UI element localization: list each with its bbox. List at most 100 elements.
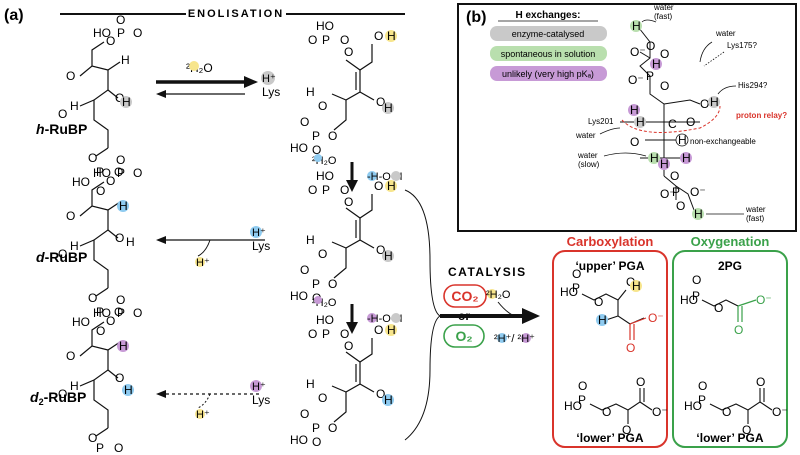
svg-text:O: O [742,423,751,437]
svg-text:O: O [133,26,142,40]
svg-text:O: O [734,323,743,337]
svg-text:H: H [710,95,719,109]
svg-text:HO: HO [290,141,308,155]
svg-text:P: P [322,327,330,341]
svg-text:HO: HO [316,19,334,33]
svg-text:Lys: Lys [252,393,270,407]
lower-pga-structure-2 [709,388,773,424]
svg-text:O⁻: O⁻ [756,293,772,307]
lower-pga-label-1: ‘lower’ PGA [576,431,643,445]
svg-text:O: O [312,435,321,449]
svg-text:O: O [328,129,337,143]
svg-text:C: C [668,117,677,131]
svg-text:O₂: O₂ [455,328,472,344]
lower-pga-label-2: ‘lower’ PGA [696,431,763,445]
svg-text:H: H [632,19,641,33]
svg-text:H: H [598,313,607,327]
svg-text:O: O [676,199,685,213]
svg-text:O: O [308,183,317,197]
svg-text:O: O [115,91,124,105]
svg-text:O: O [340,183,349,197]
upper-pga-structure [581,289,645,325]
svg-text:O: O [318,247,327,261]
svg-text:H: H [650,151,659,165]
svg-text:O: O [660,79,669,93]
svg-text:O: O [700,97,709,111]
svg-text:O: O [344,195,353,209]
svg-text:P: P [117,26,125,40]
grey-h-marker [120,96,132,108]
svg-text:O: O [116,13,125,27]
catalysis-title: CATALYSIS [448,265,527,279]
svg-text:HO: HO [72,315,90,329]
svg-text:H: H [384,101,393,115]
svg-text:O: O [116,293,125,307]
svg-text:P: P [578,393,586,407]
svg-text:O: O [374,323,383,337]
svg-text:O: O [344,339,353,353]
svg-text:O: O [686,115,695,129]
svg-text:O: O [318,99,327,113]
o2-badge [443,324,485,348]
svg-text:O: O [96,184,105,198]
svg-text:H: H [694,207,703,221]
svg-text:O⁻: O⁻ [772,405,788,419]
svg-text:His294?: His294? [738,81,768,90]
svg-text:O: O [106,314,115,328]
svg-text:P: P [312,277,320,291]
svg-text:O: O [374,179,383,193]
svg-text:H: H [306,233,315,247]
svg-text:O: O [308,327,317,341]
svg-text:P: P [312,129,320,143]
svg-text:O: O [646,39,655,53]
svg-text:O: O [133,306,142,320]
svg-text:O: O [602,405,611,419]
svg-text:O: O [300,263,309,277]
enolisation-title: ENOLISATION [188,8,284,20]
oxygenation-box [672,250,788,448]
svg-text:O: O [722,405,731,419]
svg-text:O: O [756,375,765,389]
svg-text:H⁺: H⁺ [262,73,276,85]
svg-text:O: O [340,33,349,47]
svg-text:proton relay?: proton relay? [736,111,787,120]
svg-text:H: H [682,151,691,165]
svg-text:H: H [678,133,687,147]
svg-text:O: O [66,209,75,223]
svg-text:Lys175?: Lys175? [727,41,758,50]
upper-pga-label: ‘upper’ PGA [575,259,644,273]
svg-text:O: O [630,135,639,149]
svg-text:HO: HO [290,289,308,303]
svg-text:O: O [328,421,337,435]
svg-text:H: H [306,377,315,391]
svg-text:H: H [119,199,128,213]
svg-text:P: P [692,289,700,303]
proton-relay-path [621,105,721,133]
enediol-structure-1 [331,44,375,131]
svg-text:O: O [133,166,142,180]
svg-text:H: H [630,103,639,117]
svg-text:O: O [376,387,385,401]
svg-text:O: O [66,349,75,363]
svg-text:O: O [698,379,707,393]
svg-text:H: H [632,279,641,293]
svg-text:H: H [384,393,393,407]
svg-text:HO: HO [560,285,578,299]
svg-text:H: H [387,179,396,193]
svg-text:O: O [308,33,317,47]
svg-text:O: O [106,34,115,48]
svg-text:O: O [374,29,383,43]
svg-text:O: O [58,247,67,261]
ann-water-slow: water(slow) [577,151,600,169]
lower-pga-structure-1 [589,388,653,424]
svg-text:P: P [322,183,330,197]
svg-text:HO: HO [680,293,698,307]
svg-text:O: O [328,277,337,291]
svg-text:Lys: Lys [252,239,270,253]
svg-text:H: H [70,239,79,253]
h-plus-marker-1 [261,71,275,85]
svg-text:H⁺: H⁺ [252,381,266,393]
svg-text:HO: HO [316,169,334,183]
svg-text:O: O [114,441,123,455]
svg-text:²H⁺/ ²H⁺: ²H⁺/ ²H⁺ [494,333,535,345]
